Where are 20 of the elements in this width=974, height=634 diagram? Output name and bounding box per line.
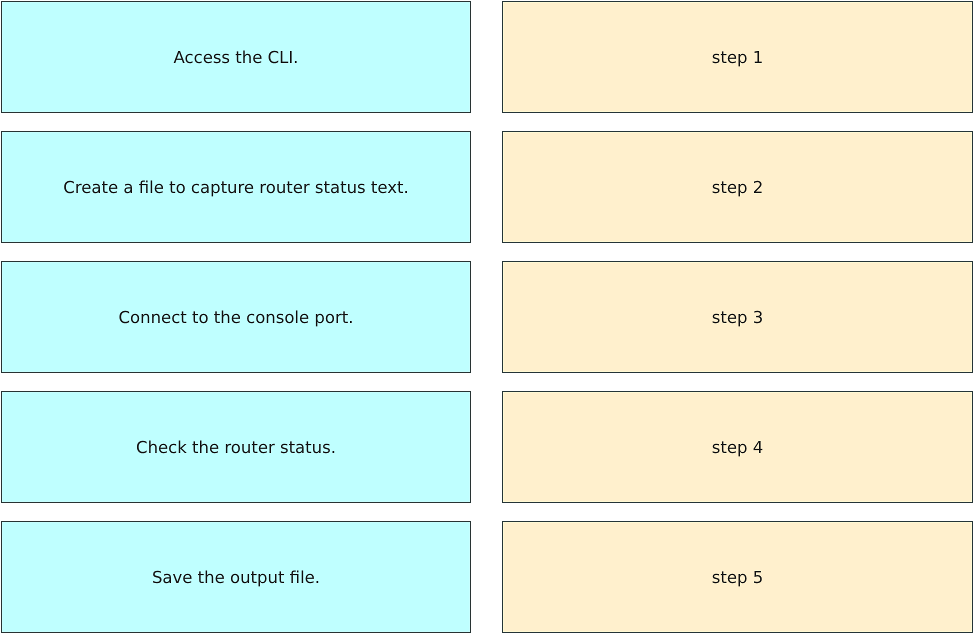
option-card [1,1,471,113]
option-card [1,391,471,503]
option-card [1,261,471,373]
step-label: step 5 [710,568,764,586]
step-slot [502,521,973,633]
step-slot [502,1,973,113]
step-slot [502,131,973,243]
option-text: Check the router status. [135,438,337,456]
option-text: Save the output file. [150,568,322,586]
step-label: step 3 [710,308,764,326]
option-text: Connect to the console port. [118,308,354,326]
option-card [1,521,471,633]
option-text: Access the CLI. [172,48,300,66]
option-text: Create a file to capture router status text. [62,178,410,196]
step-label: step 2 [710,178,764,196]
step-slot [502,391,973,503]
step-label: step 1 [710,48,764,66]
step-slot [502,261,973,373]
option-card [1,131,471,243]
step-label: step 4 [710,438,764,456]
